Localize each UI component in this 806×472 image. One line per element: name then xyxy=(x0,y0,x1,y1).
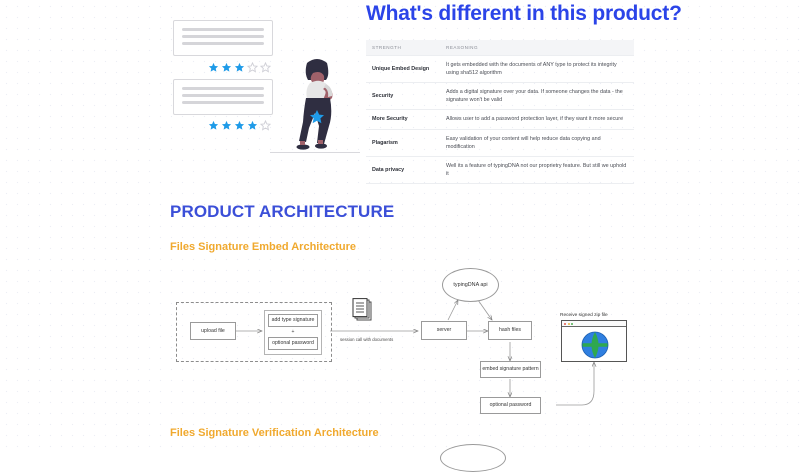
node-add-type-signature[interactable]: add type signature xyxy=(268,314,318,327)
placeholder-line xyxy=(182,42,264,45)
review-card-2 xyxy=(173,79,273,115)
cell-reasoning: It gets embedded with the documents of A… xyxy=(440,55,634,84)
node-typingdna-api[interactable]: typingDNA api xyxy=(442,268,499,302)
browser-title-bar xyxy=(562,321,626,327)
close-dot-icon xyxy=(564,322,566,325)
cell-strength: Data privacy xyxy=(366,156,440,184)
node-upload-file[interactable]: upload file xyxy=(190,322,236,340)
subsection-title-embed: Files Signature Embed Architecture xyxy=(170,241,357,253)
star-icon xyxy=(208,62,219,72)
table-header-row: STRENGTH REASONING xyxy=(366,40,634,56)
column-header-strength: STRENGTH xyxy=(366,40,440,56)
section-title-product-architecture: PRODUCT ARCHITECTURE xyxy=(170,202,395,221)
person-illustration xyxy=(296,59,333,150)
diagram-connectors xyxy=(236,258,650,406)
node-embed-signature-pattern[interactable]: embed signature pattern xyxy=(480,361,541,378)
cell-strength: Security xyxy=(366,82,440,111)
cell-strength: Plagarism xyxy=(366,129,440,157)
table-row: Unique Embed Design It gets embedded wit… xyxy=(366,55,634,84)
star-icon xyxy=(247,120,258,130)
page-title: What's different in this product? xyxy=(366,2,682,25)
verification-diagram-node-partial xyxy=(440,444,506,472)
star-outline-icon xyxy=(260,62,271,73)
cell-reasoning: Adds a digital signature over your data.… xyxy=(440,82,634,111)
maximize-dot-icon xyxy=(571,322,573,325)
node-hash-files[interactable]: hash files xyxy=(488,321,532,340)
page-root: What's different in this product? xyxy=(165,2,682,472)
placeholder-line xyxy=(182,87,264,90)
node-optional-password-client[interactable]: optional password xyxy=(268,337,318,350)
placeholder-line xyxy=(182,94,264,97)
subsection-title-verification: Files Signature Verification Architectur… xyxy=(170,427,379,439)
cell-reasoning: Easy validation of your content will hel… xyxy=(440,129,634,157)
documents-icon xyxy=(352,298,372,321)
placeholder-line xyxy=(182,28,264,31)
star-icon xyxy=(221,120,232,130)
embed-architecture-diagram: upload file add type signature + optiona… xyxy=(170,258,650,423)
browser-window-mockup xyxy=(561,320,627,362)
table-row: More Security Allows user to add a passw… xyxy=(366,109,634,130)
review-card-1 xyxy=(173,20,273,56)
star-icon xyxy=(221,62,232,72)
review-cards-illustration xyxy=(165,10,365,158)
globe-icon xyxy=(581,331,609,359)
placeholder-line xyxy=(182,35,264,38)
table-row: Data privacy Well its a feature of typin… xyxy=(366,156,634,184)
client-side-group xyxy=(176,302,332,362)
strengths-table: STRENGTH REASONING Unique Embed Design I… xyxy=(366,40,634,184)
placeholder-line xyxy=(182,101,264,104)
star-rating-2 xyxy=(208,120,271,131)
star-outline-icon xyxy=(260,120,271,131)
plus-symbol: + xyxy=(291,329,295,335)
star-icon xyxy=(208,120,219,130)
table-row: Security Adds a digital signature over y… xyxy=(366,82,634,111)
browser-caption: Receive signed zip file xyxy=(560,313,608,318)
minimize-dot-icon xyxy=(567,322,570,325)
cell-reasoning: Allows user to add a password protection… xyxy=(440,109,634,130)
star-icon xyxy=(234,120,245,130)
edge-label-session-call: session call with documents xyxy=(340,337,394,342)
node-server[interactable]: server xyxy=(421,321,467,340)
table-row: Plagarism Easy validation of your conten… xyxy=(366,129,634,157)
ground-line xyxy=(270,152,360,153)
cell-reasoning: Well its a feature of typingDNA not our … xyxy=(440,156,634,184)
cell-strength: Unique Embed Design xyxy=(366,55,440,84)
star-outline-icon xyxy=(247,62,258,73)
star-icon xyxy=(234,62,245,72)
cell-strength: More Security xyxy=(366,109,440,130)
column-header-reasoning: REASONING xyxy=(440,40,634,56)
node-optional-password[interactable]: optional password xyxy=(480,397,541,414)
star-rating-1 xyxy=(208,62,271,73)
